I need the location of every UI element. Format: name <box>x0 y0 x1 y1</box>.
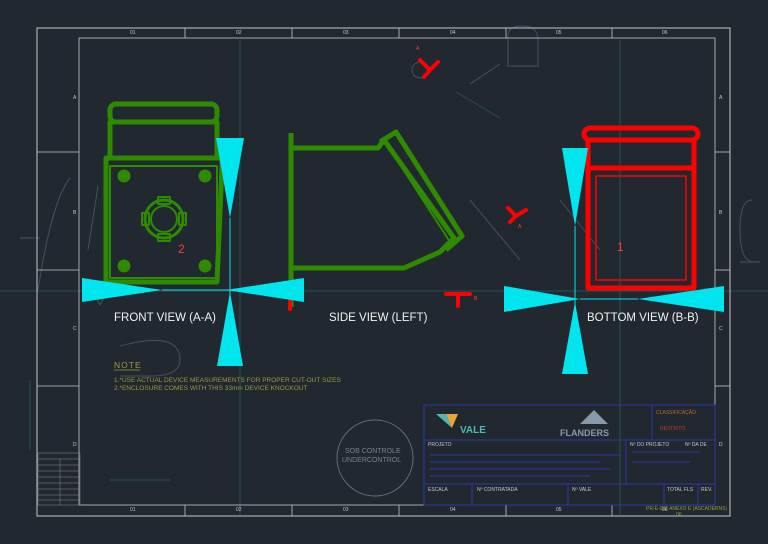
grid-row-left-b: B <box>73 210 77 216</box>
bottom-view-drawing <box>581 125 701 291</box>
escala-label: ESCALA <box>428 487 448 493</box>
front-view-number: 2 <box>178 242 185 256</box>
grid-col-top-2: 02 <box>236 30 242 36</box>
note-heading: NOTE <box>114 360 142 370</box>
grid-ticks <box>37 28 730 516</box>
numero-vale-label: Nº VALE <box>572 487 592 493</box>
watermark-line-2: UNDERCONTROL <box>342 457 402 464</box>
grid-row-left-c: C <box>73 326 77 332</box>
section-marker-b: B <box>474 296 478 302</box>
flanders-logo-mark <box>580 410 608 424</box>
grid-row-right-c: C <box>719 326 723 332</box>
grid-col-bottom-5: 05 <box>556 507 562 513</box>
grid-row-right-d: D <box>719 442 723 448</box>
bottom-view-label: BOTTOM VIEW (B-B) <box>587 312 699 324</box>
grid-row-right-a: A <box>719 95 723 101</box>
grid-col-top-3: 03 <box>343 30 349 36</box>
note-line-1: 1.*USE ACTUAL DEVICE MEASUREMENTS FOR PR… <box>114 377 341 384</box>
classificacao-value: RESTRITO <box>660 426 686 432</box>
vale-logo-mark <box>436 414 458 428</box>
document-number: PR-E-022 ANEXO E (ASCADERNS) <box>646 506 728 512</box>
title-block-grid <box>423 404 716 506</box>
grid-col-bottom-4: 04 <box>450 507 456 513</box>
flanders-logo-text: FLANDERS <box>560 428 609 438</box>
grid-col-top-5: 05 <box>556 30 562 36</box>
numero-de-label: Nº DA DE <box>685 442 707 448</box>
section-marker-a-top: A <box>416 46 420 52</box>
sheet-number: 06 <box>676 512 682 518</box>
color-legend-table <box>37 452 81 506</box>
bottom-view-number: 1 <box>617 240 624 254</box>
numero-contratada-label: Nº CONTRATADA <box>477 487 518 493</box>
grid-col-top-1: 01 <box>130 30 136 36</box>
section-marker-a-mid: A <box>518 224 522 230</box>
grid-col-bottom-1: 01 <box>130 507 136 513</box>
numero-projeto-label: Nº DO PROJETO <box>630 442 670 448</box>
dimension-arrows <box>82 138 724 374</box>
rev-label: REV. <box>701 487 713 493</box>
front-view-drawing <box>103 101 225 285</box>
drawing-frame <box>36 27 731 517</box>
side-view-label: SIDE VIEW (LEFT) <box>329 312 428 324</box>
grid-row-right-b: B <box>719 210 723 216</box>
watermark-line-1: SOB CONTROLE <box>345 448 401 455</box>
grid-col-bottom-6: 06 <box>662 507 668 513</box>
note-line-2: 2.*ENCLOSURE COMES WITH THIS 33mm DEVICE… <box>114 385 308 392</box>
total-fls-label: TOTAL FLS <box>667 487 694 493</box>
section-markers <box>288 58 528 311</box>
dimension-crosshairs <box>162 218 638 374</box>
grid-col-top-4: 04 <box>450 30 456 36</box>
vale-logo-text: VALE <box>460 425 486 436</box>
grid-row-left-d: D <box>73 442 77 448</box>
side-view-drawing <box>288 129 465 307</box>
classificacao-label: CLASSIFICAÇÃO <box>656 410 697 416</box>
grid-col-bottom-3: 03 <box>343 507 349 513</box>
watermark-seal <box>336 419 414 497</box>
front-view-label: FRONT VIEW (A-A) <box>114 312 217 324</box>
grid-col-bottom-2: 02 <box>236 507 242 513</box>
projeto-label: PROJETO <box>428 442 452 448</box>
grid-row-left-a: A <box>73 95 77 101</box>
grid-col-top-6: 06 <box>662 30 668 36</box>
